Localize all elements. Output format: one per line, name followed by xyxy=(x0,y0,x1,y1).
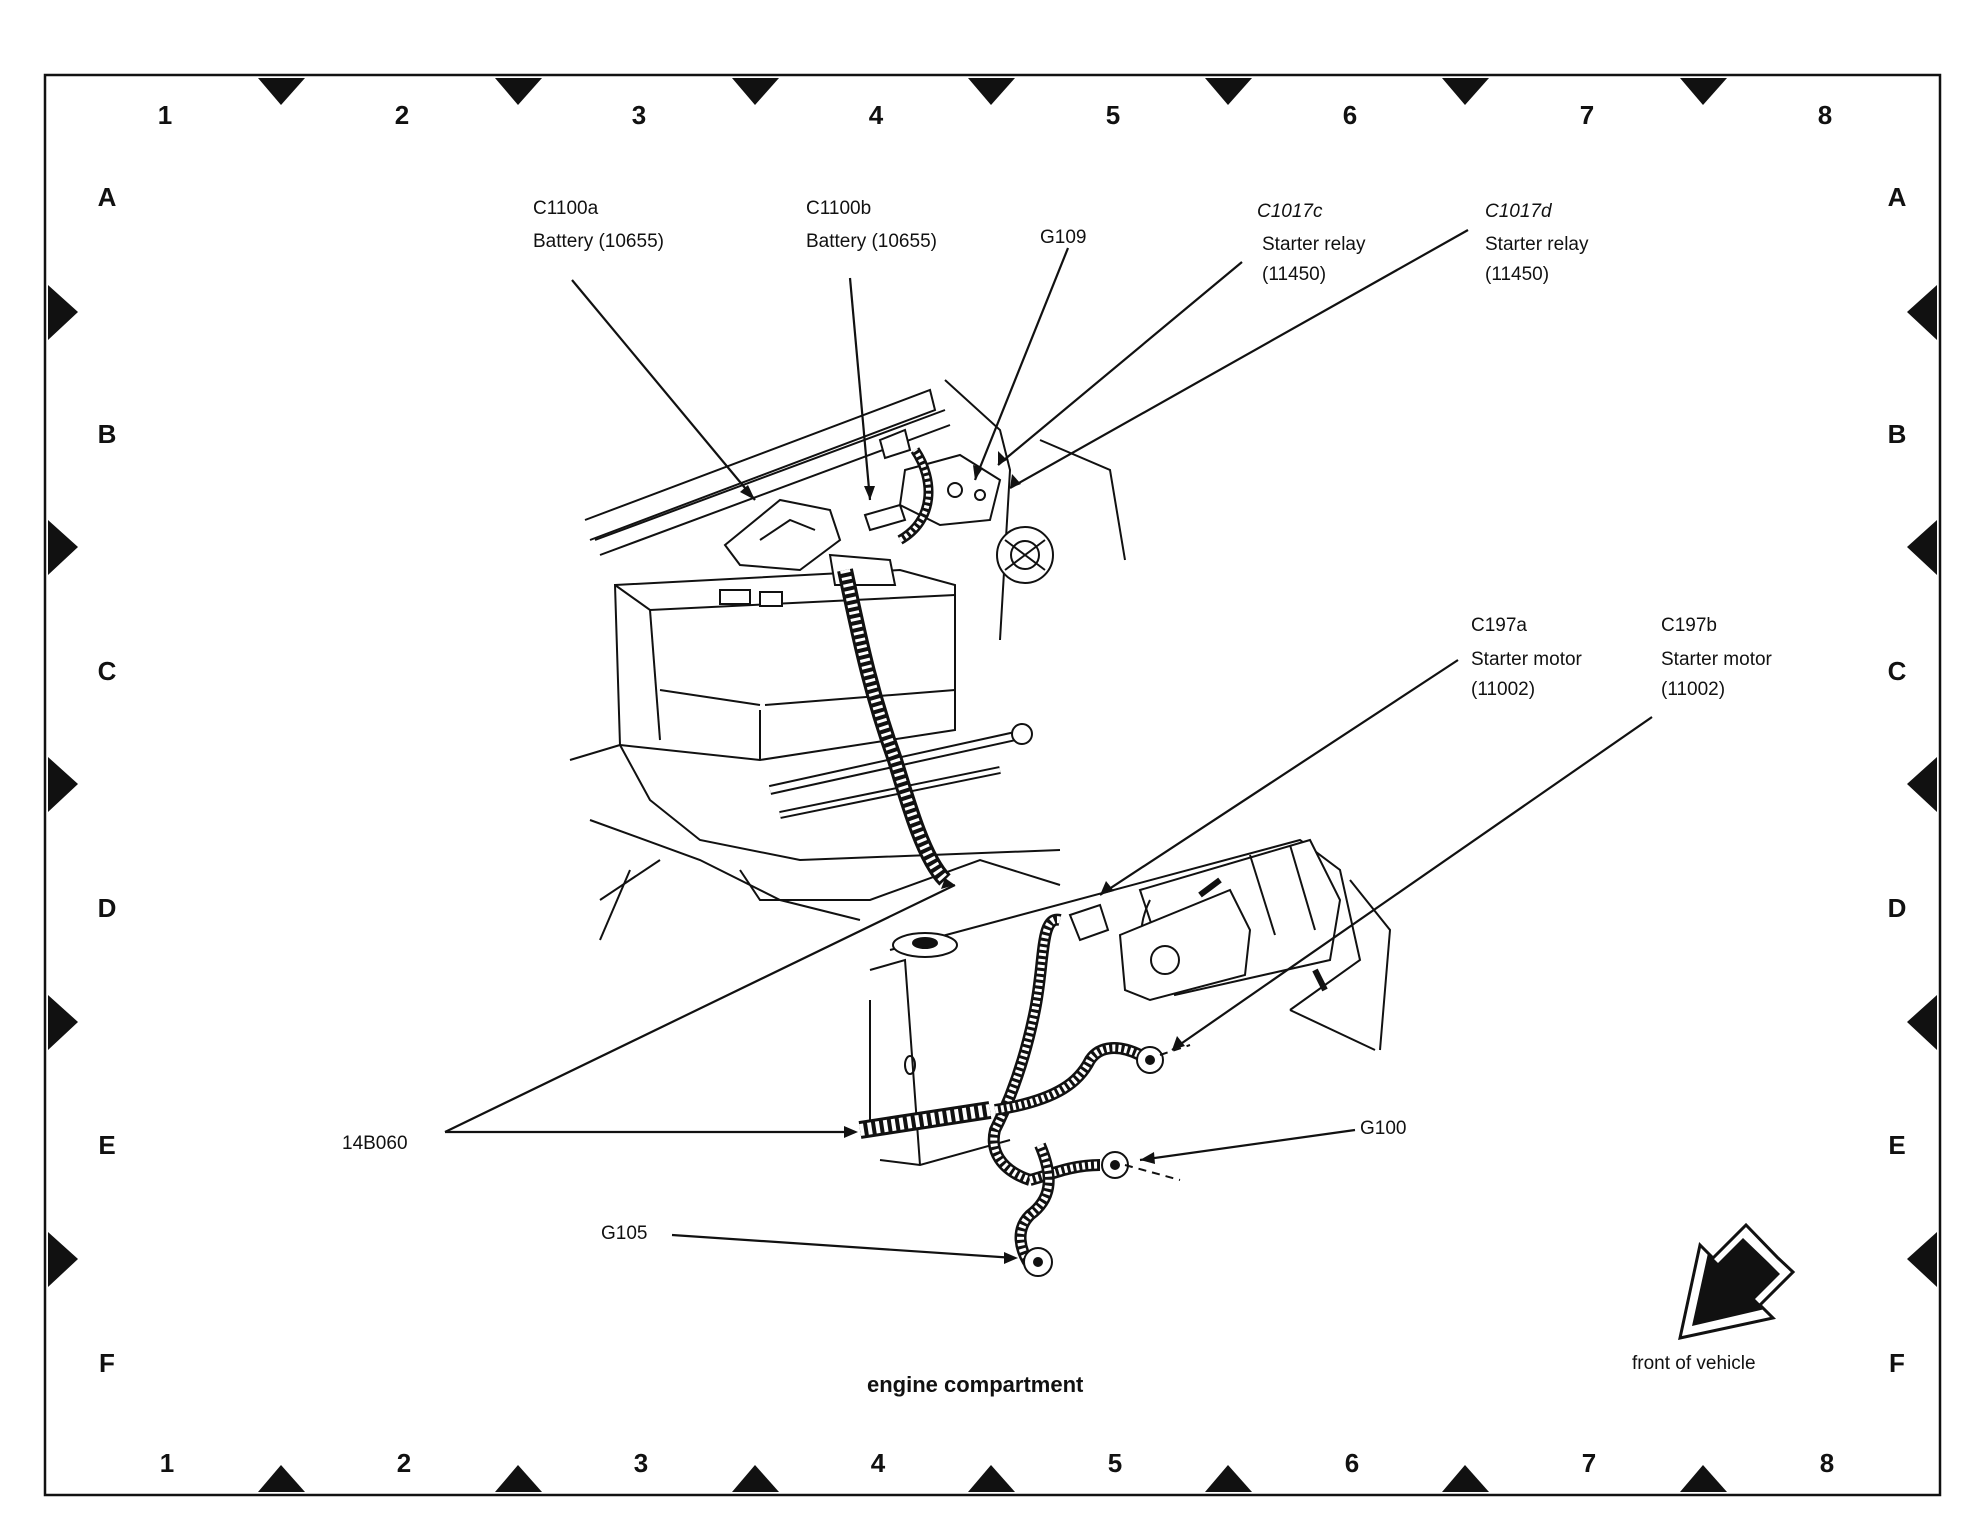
callout-c1100b-desc: Battery (10655) xyxy=(806,231,937,252)
row-label-a-left: A xyxy=(97,182,117,212)
column-label-7-bottom: 7 xyxy=(1581,1448,1597,1478)
callout-c197a-id: C197a xyxy=(1471,615,1527,636)
column-label-4-bottom: 4 xyxy=(870,1448,886,1478)
column-label-4-top: 4 xyxy=(868,100,884,130)
callout-c1017d-part: (11450) xyxy=(1485,264,1550,285)
callout-c1017c-id: C1017c xyxy=(1257,201,1323,222)
callout-c197b-part: (11002) xyxy=(1661,679,1726,700)
column-label-7-top: 7 xyxy=(1579,100,1595,130)
diagram-caption: engine compartment xyxy=(867,1372,1084,1397)
row-label-f-right: F xyxy=(1889,1348,1905,1378)
column-label-1-bottom: 1 xyxy=(159,1448,175,1478)
frame-border xyxy=(43,73,1942,1497)
callout-c1017d-desc: Starter relay xyxy=(1485,234,1589,255)
column-label-3-top: 3 xyxy=(631,100,647,130)
callout-g100-id: G100 xyxy=(1360,1118,1407,1139)
front-of-vehicle-arrow xyxy=(1678,1222,1796,1340)
column-label-5-bottom: 5 xyxy=(1107,1448,1123,1478)
row-label-d-right: D xyxy=(1887,893,1907,923)
leader-lines xyxy=(444,229,1653,1260)
top-grid-markers xyxy=(258,78,1727,105)
callout-c1100b-id: C1100b xyxy=(806,198,872,219)
row-label-c-left: C xyxy=(97,656,117,686)
column-label-2-top: 2 xyxy=(394,100,410,130)
column-label-6-top: 6 xyxy=(1342,100,1358,130)
battery-area-illustration xyxy=(569,379,1126,941)
column-label-8-bottom: 8 xyxy=(1819,1448,1835,1478)
row-label-c-right: C xyxy=(1887,656,1907,686)
callout-c1100a-id: C1100a xyxy=(533,198,599,219)
starter-area-illustration xyxy=(858,838,1392,1277)
right-grid-markers xyxy=(1907,285,1937,1287)
row-label-e-left: E xyxy=(98,1130,116,1160)
front-of-vehicle-label: front of vehicle xyxy=(1632,1353,1756,1374)
column-label-3-bottom: 3 xyxy=(633,1448,649,1478)
column-label-2-bottom: 2 xyxy=(396,1448,412,1478)
callout-g105-id: G105 xyxy=(601,1223,648,1244)
row-label-b-right: B xyxy=(1887,419,1907,449)
callout-c1017c-part: (11450) xyxy=(1262,264,1327,285)
callout-c197b-desc: Starter motor xyxy=(1661,649,1772,670)
callout-c197a-desc: Starter motor xyxy=(1471,649,1582,670)
row-label-b-left: B xyxy=(97,419,117,449)
left-grid-markers xyxy=(48,285,78,1287)
row-label-d-left: D xyxy=(97,893,117,923)
callout-c197b-id: C197b xyxy=(1661,615,1717,636)
column-label-8-top: 8 xyxy=(1817,100,1833,130)
leader-arrowheads xyxy=(740,451,1185,1264)
callout-c1017c-desc: Starter relay xyxy=(1262,234,1366,255)
bottom-grid-markers xyxy=(258,1465,1727,1492)
column-label-6-bottom: 6 xyxy=(1344,1448,1360,1478)
row-label-e-right: E xyxy=(1888,1130,1906,1160)
callout-c1017d-id: C1017d xyxy=(1485,201,1552,222)
column-label-1-top: 1 xyxy=(157,100,173,130)
column-label-5-top: 5 xyxy=(1105,100,1121,130)
callout-harness-14b060: 14B060 xyxy=(342,1133,408,1154)
callout-c1100a-desc: Battery (10655) xyxy=(533,231,664,252)
row-label-a-right: A xyxy=(1887,182,1907,212)
row-label-f-left: F xyxy=(99,1348,115,1378)
callout-c197a-part: (11002) xyxy=(1471,679,1536,700)
callout-g109-id: G109 xyxy=(1040,227,1087,248)
